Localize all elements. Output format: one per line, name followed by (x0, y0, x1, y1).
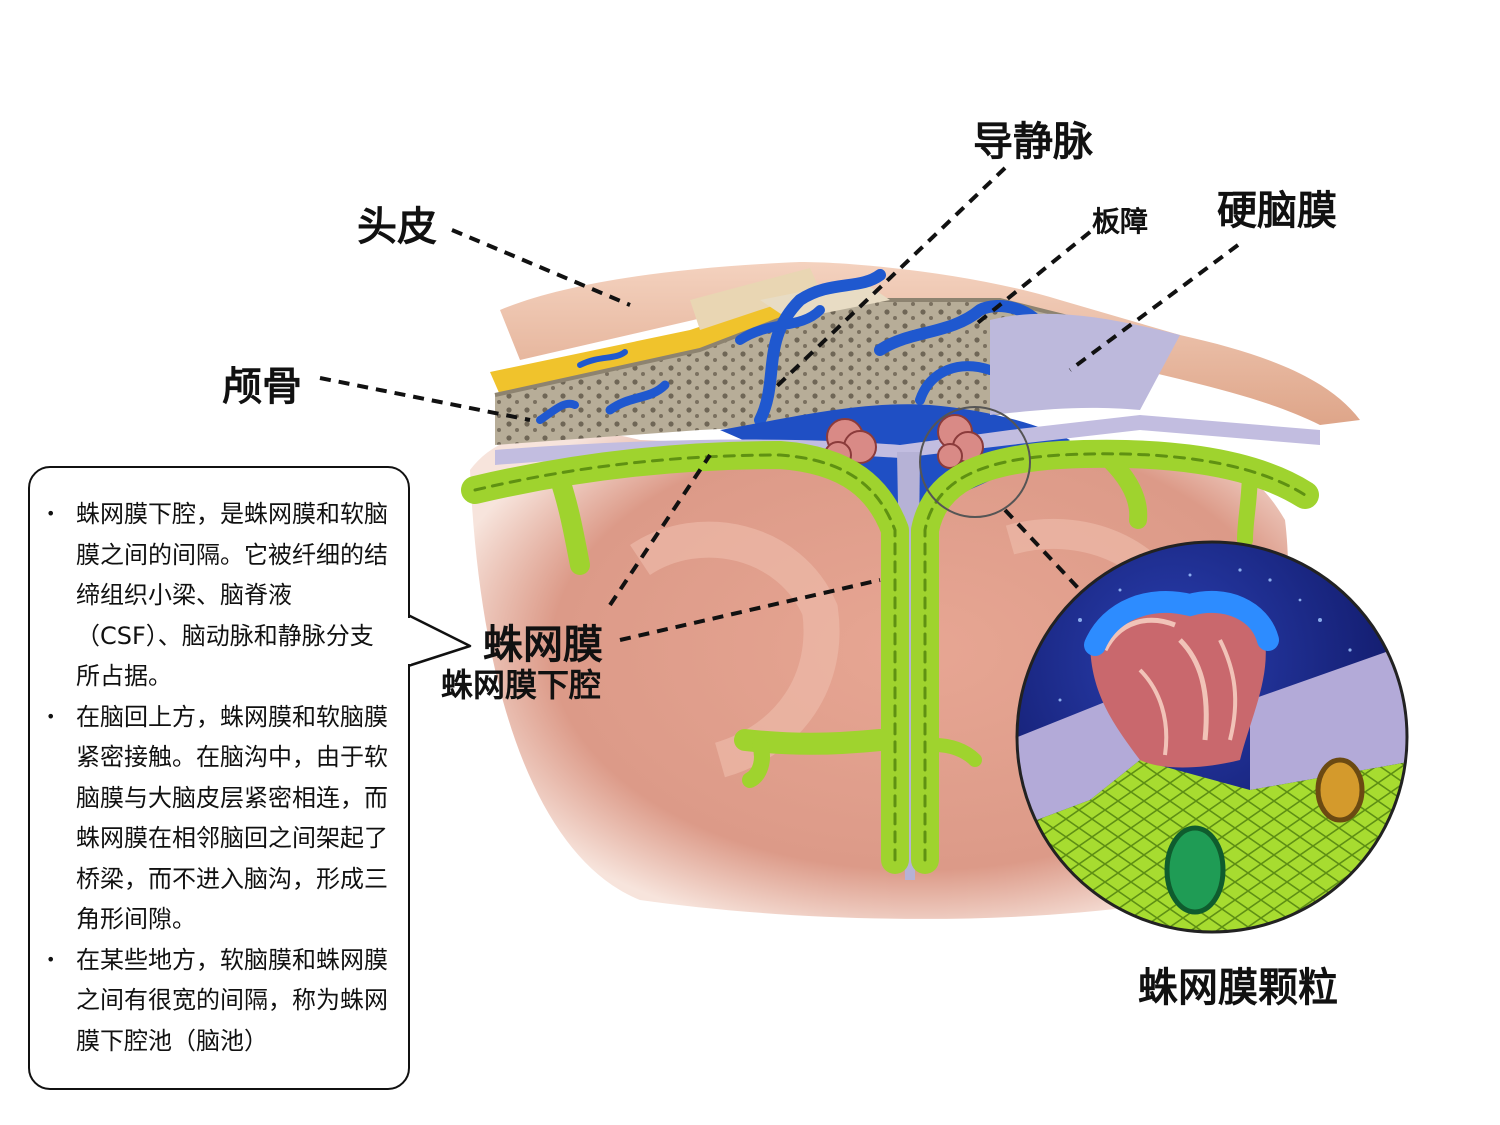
label-arachnoid-granulation: 蛛网膜颗粒 (1138, 965, 1338, 1011)
veins (536, 269, 1046, 426)
note-item: 在脑回上方，蛛网膜和软脑膜紧密接触。在脑沟中，由于软脑膜与大脑皮层紧密相连，而蛛… (46, 697, 390, 940)
label-diploe: 板障 (1092, 205, 1149, 238)
label-skull: 颅骨 (222, 364, 302, 410)
note-item: 在某些地方，软脑膜和蛛网膜之间有很宽的间隔，称为蛛网膜下腔池（脑池） (46, 940, 390, 1062)
label-arachnoid: 蛛网膜 (483, 622, 603, 668)
label-emissary-vein: 导静脉 (973, 119, 1093, 165)
label-dura-mater: 硬脑膜 (1217, 188, 1337, 234)
note-item: 蛛网膜下腔，是蛛网膜和软脑膜之间的间隔。它被纤细的结缔组织小梁、脑脊液（CSF）… (46, 494, 390, 697)
note-list: 蛛网膜下腔，是蛛网膜和软脑膜之间的间隔。它被纤细的结缔组织小梁、脑脊液（CSF）… (46, 494, 390, 1062)
arachnoid-layer (461, 439, 1319, 874)
granulation-inset (1015, 540, 1409, 934)
scalp-layer (490, 262, 1360, 425)
magnify-ring (919, 406, 1031, 518)
explanation-note: 蛛网膜下腔，是蛛网膜和软脑膜之间的间隔。它被纤细的结缔组织小梁、脑脊液（CSF）… (28, 466, 410, 1090)
leader-lines (319, 166, 1240, 642)
label-scalp: 头皮 (357, 204, 437, 250)
label-subarachnoid-space: 蛛网膜下腔 (441, 666, 602, 704)
